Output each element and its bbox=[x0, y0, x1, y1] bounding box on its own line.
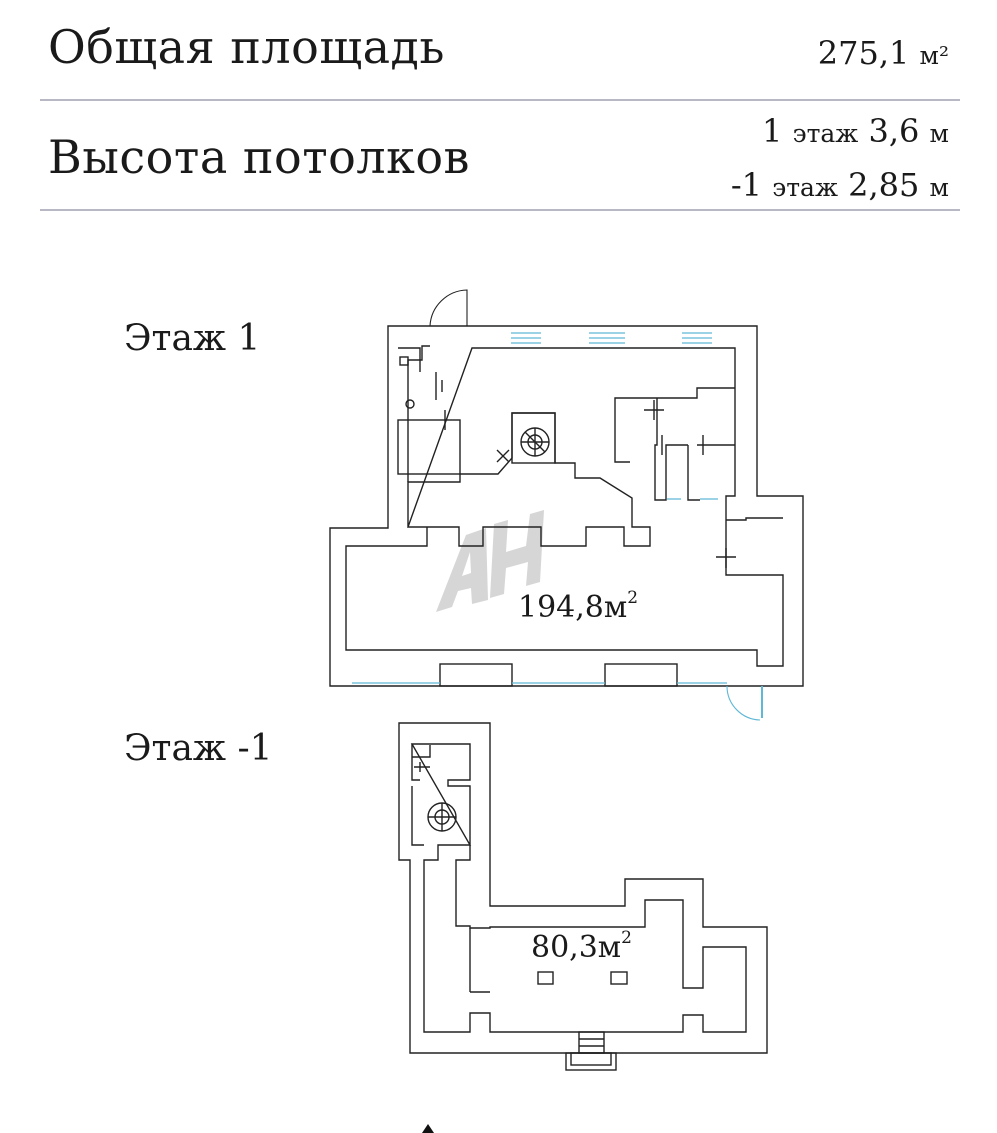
floor-minus-1-label: Этаж -1 bbox=[124, 728, 273, 769]
floor-1-area: 194,8м2 bbox=[518, 588, 638, 625]
area-sup: 2 bbox=[627, 588, 639, 608]
door-icon bbox=[726, 685, 761, 721]
area-value: 194,8м bbox=[518, 590, 628, 625]
divider bbox=[40, 209, 960, 211]
north-arrow-icon bbox=[422, 1124, 434, 1133]
total-area-number: 275,1 bbox=[817, 34, 910, 72]
floor-1-outer-wall bbox=[329, 325, 804, 687]
floor-number: 1 bbox=[762, 112, 783, 150]
total-area-value: 275,1 м² bbox=[818, 34, 949, 72]
unit: м bbox=[929, 119, 949, 148]
floor-minus-1-outer-wall bbox=[398, 722, 768, 1054]
area-value: 80,3м bbox=[531, 930, 622, 965]
ceiling-floor-minus-1: -1 этаж 2,85 м bbox=[731, 166, 949, 204]
watermark-logo bbox=[436, 510, 544, 612]
floor-word: этаж bbox=[792, 119, 859, 148]
total-area-unit: м² bbox=[919, 41, 949, 70]
floor-1-label: Этаж 1 bbox=[124, 318, 261, 359]
area-sup: 2 bbox=[621, 928, 632, 948]
ceiling-height-label: Высота потолков bbox=[48, 130, 470, 184]
floor-1-windows bbox=[352, 332, 763, 718]
ceiling-floor-1: 1 этаж 3,6 м bbox=[762, 112, 949, 150]
floor-minus-1-area: 80,3м2 bbox=[531, 928, 632, 965]
door-icon bbox=[429, 289, 468, 327]
floor-number: -1 bbox=[730, 166, 763, 204]
floor-minus-1-inner-wall bbox=[410, 743, 747, 1033]
total-area-label: Общая площадь bbox=[48, 20, 445, 74]
divider bbox=[40, 99, 960, 101]
floor-word: этаж bbox=[772, 173, 838, 202]
ceiling-height: 2,85 bbox=[848, 166, 920, 204]
ceiling-height: 3,6 bbox=[868, 112, 920, 150]
unit: м bbox=[929, 173, 949, 202]
